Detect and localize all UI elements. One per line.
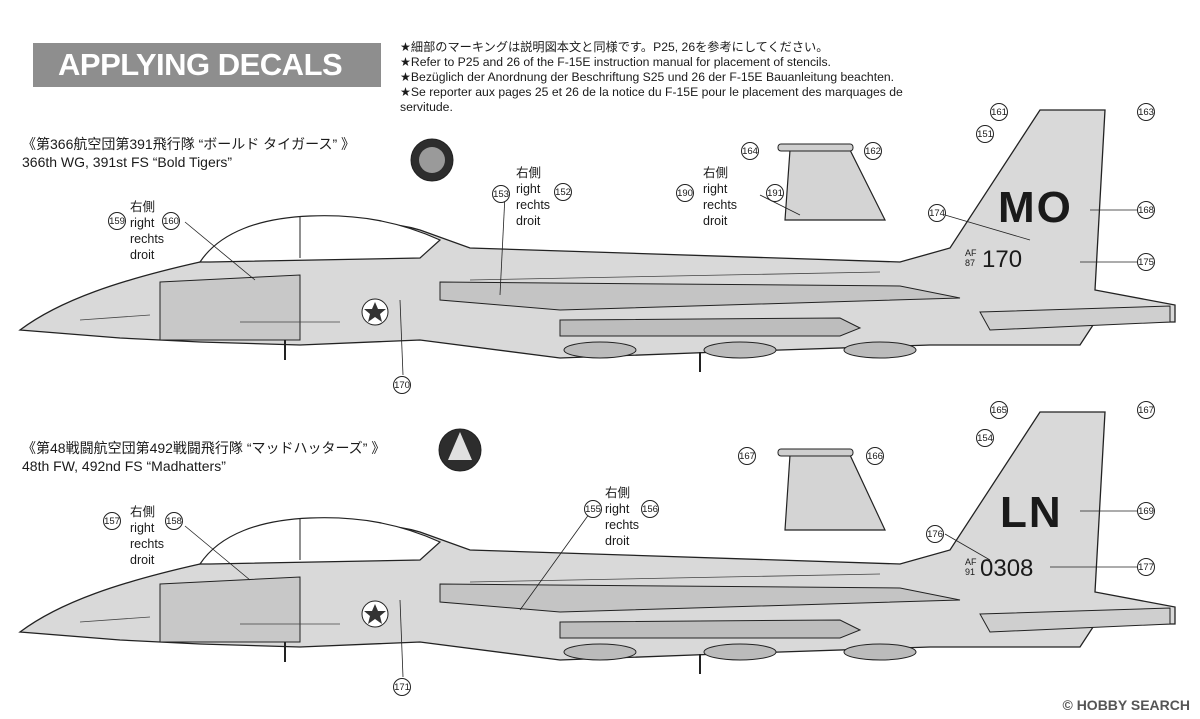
tail-af-label: AF 91: [965, 557, 977, 577]
fin-detail-scheme2: [784, 454, 886, 531]
decal-callout: 170: [393, 376, 411, 394]
watermark-text: HOBBY SEARCH: [1076, 697, 1190, 713]
label-jp: 右側: [130, 200, 156, 214]
decal-callout: 152: [554, 183, 572, 201]
label-jp: 右側: [516, 166, 542, 180]
scheme2-title-jp: 《第48戦闘航空団第492戦闘飛行隊 “マッドハッターズ” 》: [22, 440, 386, 456]
tail-af-label: AF 87: [965, 248, 977, 268]
label-jp: 右側: [605, 486, 631, 500]
note-line: ★Bezüglich der Anordnung der Beschriftun…: [400, 70, 895, 84]
right-side-label: 右側 right rechts droit: [605, 485, 639, 549]
label-fr: droit: [130, 553, 155, 567]
decal-callout: 160: [162, 212, 180, 230]
tail-code: LN: [1000, 488, 1063, 537]
decal-callout: 153: [492, 185, 510, 203]
label-de: rechts: [605, 518, 640, 532]
right-side-label: 右側 right rechts droit: [516, 165, 550, 229]
tail-af: AF: [965, 557, 977, 567]
page-title: APPLYING DECALS: [58, 47, 343, 82]
decal-callout: 174: [928, 204, 946, 222]
tail-code: MO: [998, 183, 1073, 232]
decal-callout: 161: [990, 103, 1008, 121]
tail-serial: 170: [982, 246, 1023, 273]
tail-serial: 0308: [980, 555, 1034, 582]
label-fr: droit: [130, 248, 155, 262]
scheme1-title-en: 366th WG, 391st FS “Bold Tigers”: [22, 154, 233, 170]
decal-callout: 176: [926, 525, 944, 543]
stencil-notes: ★細部のマーキングは説明図本文と同様です。P25, 26を参考にしてください。 …: [400, 40, 1000, 115]
decal-callout: 190: [676, 184, 694, 202]
right-side-label: 右側 right rechts droit: [130, 504, 164, 568]
decal-callout: 158: [165, 512, 183, 530]
decal-callout: 171: [393, 678, 411, 696]
decal-callout: 156: [641, 500, 659, 518]
watermark: © HOBBY SEARCH: [1062, 697, 1190, 713]
scheme1-title-jp: 《第366航空団第391飛行隊 “ボールド タイガース” 》: [22, 136, 356, 152]
decal-callout: 165: [990, 401, 1008, 419]
decal-callout: 159: [108, 212, 126, 230]
label-jp: 右側: [130, 505, 156, 519]
decal-callout: 175: [1137, 253, 1155, 271]
decal-callout: 164: [741, 142, 759, 160]
title-banner: APPLYING DECALS: [33, 43, 381, 87]
decal-callout: 167: [1137, 401, 1155, 419]
decal-callout: 166: [866, 447, 884, 465]
decal-callout: 191: [766, 184, 784, 202]
note-line: ★細部のマーキングは説明図本文と同様です。P25, 26を参考にしてください。: [400, 40, 829, 54]
tail-year: 87: [965, 258, 976, 268]
tail-af: AF: [965, 248, 977, 258]
decal-callout: 163: [1137, 103, 1155, 121]
right-side-label: 右側 right rechts droit: [703, 165, 737, 229]
fin-detail-scheme1: [784, 149, 886, 221]
decal-callout: 177: [1137, 558, 1155, 576]
note-line: ★Refer to P25 and 26 of the F-15E instru…: [400, 55, 831, 69]
label-de: rechts: [516, 198, 551, 212]
right-side-label: 右側 right rechts droit: [130, 199, 164, 263]
label-en: right: [703, 182, 728, 196]
label-en: right: [516, 182, 541, 196]
decal-callout: 169: [1137, 502, 1155, 520]
label-jp: 右側: [703, 166, 729, 180]
decal-callout: 168: [1137, 201, 1155, 219]
decal-callout: 157: [103, 512, 121, 530]
label-de: rechts: [703, 198, 738, 212]
aircraft-scheme2: [19, 411, 1176, 675]
decal-callout: 167: [738, 447, 756, 465]
watermark-symbol: ©: [1062, 697, 1073, 713]
label-de: rechts: [130, 232, 165, 246]
scheme2-title-en: 48th FW, 492nd FS “Madhatters”: [22, 458, 226, 474]
label-en: right: [130, 216, 155, 230]
note-line: ★Se reporter aux pages 25 et 26 de la no…: [400, 85, 903, 99]
label-de: rechts: [130, 537, 165, 551]
decal-callout: 162: [864, 142, 882, 160]
decal-callout: 155: [584, 500, 602, 518]
label-fr: droit: [605, 534, 630, 548]
label-fr: droit: [516, 214, 541, 228]
note-line: servitude.: [400, 100, 453, 114]
label-fr: droit: [703, 214, 728, 228]
aircraft-scheme1: [19, 109, 1176, 373]
decal-callout: 154: [976, 429, 994, 447]
label-en: right: [130, 521, 155, 535]
decal-callout: 151: [976, 125, 994, 143]
tail-year: 91: [965, 567, 976, 577]
label-en: right: [605, 502, 630, 516]
